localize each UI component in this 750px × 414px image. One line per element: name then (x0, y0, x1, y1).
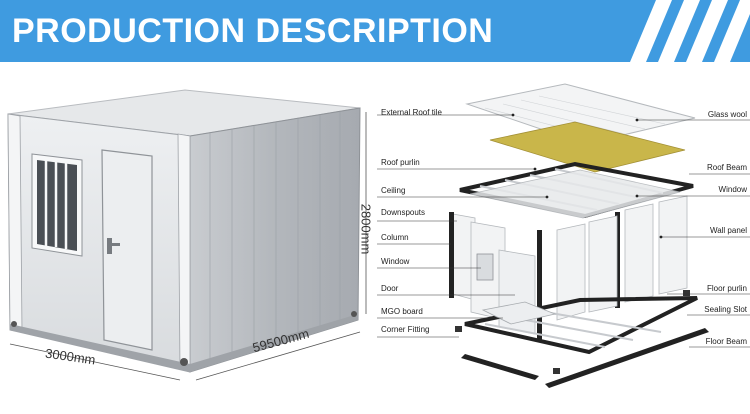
label-floor-beam: Floor Beam (705, 337, 747, 346)
container-photo (7, 89, 367, 381)
header-banner: PRODUCTION DESCRIPTION (0, 0, 750, 62)
label-floor-purlin: Floor purlin (706, 284, 747, 293)
dimension-height: 2800mm (358, 203, 374, 255)
label-mgo-board: MGO board (381, 307, 423, 316)
label-glass-wool: Glass wool (707, 110, 747, 119)
label-corner-fitting: Corner Fitting (381, 325, 430, 334)
label-sealing-slot: Sealing Slot (704, 305, 747, 314)
label-column: Column (381, 233, 409, 242)
page-title: PRODUCTION DESCRIPTION (12, 12, 494, 50)
label-window-right: Window (718, 185, 747, 194)
label-roof-beam: Roof Beam (706, 163, 747, 172)
label-external-roof-tile: External Roof tile (381, 108, 442, 117)
label-roof-purlin: Roof purlin (381, 158, 420, 167)
label-wall-panel: Wall panel (709, 226, 747, 235)
label-downspouts: Downspouts (381, 208, 426, 217)
decorative-stripes (630, 0, 750, 62)
label-door: Door (381, 284, 399, 293)
label-window-left: Window (381, 257, 410, 266)
exploded-diagram (377, 83, 750, 388)
label-ceiling: Ceiling (381, 186, 406, 195)
